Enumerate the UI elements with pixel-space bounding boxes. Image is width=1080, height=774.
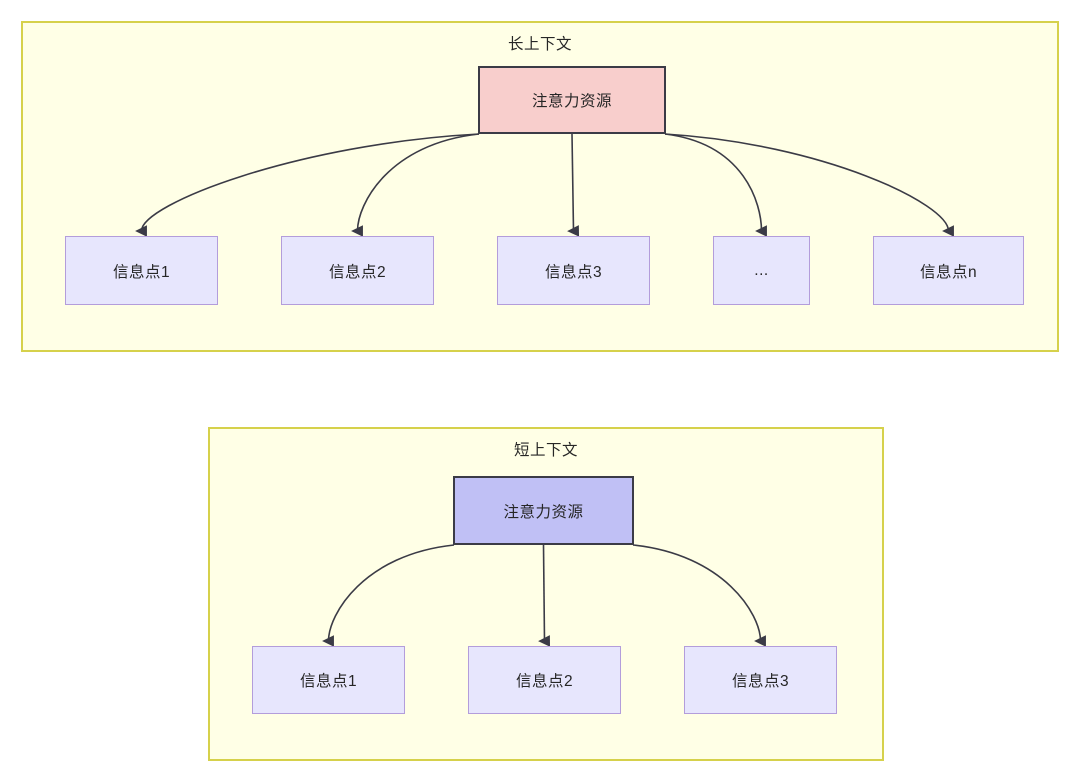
- info-node-long-context-1[interactable]: 信息点1: [65, 236, 218, 305]
- info-node-long-context-5-label: 信息点n: [919, 263, 978, 281]
- info-node-long-context-5[interactable]: 信息点n: [873, 236, 1024, 305]
- info-node-long-context-2-label: 信息点2: [328, 263, 387, 281]
- info-node-long-context-4[interactable]: ...: [713, 236, 810, 305]
- info-node-short-context-3-label: 信息点3: [731, 673, 790, 690]
- info-node-short-context-2[interactable]: 信息点2: [468, 646, 621, 714]
- root-node-long-context[interactable]: 注意力资源: [478, 66, 666, 134]
- panel-long-context-title: 长上下文: [507, 36, 572, 53]
- root-node-short-context[interactable]: 注意力资源: [453, 476, 634, 545]
- info-node-long-context-3-label: 信息点3: [544, 263, 603, 281]
- info-node-short-context-1-label: 信息点1: [299, 673, 358, 690]
- info-node-long-context-4-label: ...: [754, 261, 769, 279]
- panel-short-context-title: 短上下文: [513, 442, 578, 459]
- info-node-long-context-1-label: 信息点1: [112, 263, 171, 281]
- info-node-short-context-3[interactable]: 信息点3: [684, 646, 837, 714]
- root-node-short-context-label: 注意力资源: [503, 503, 584, 521]
- info-node-long-context-2[interactable]: 信息点2: [281, 236, 434, 305]
- info-node-long-context-3[interactable]: 信息点3: [497, 236, 650, 305]
- root-node-long-context-label: 注意力资源: [531, 93, 612, 110]
- info-node-short-context-1[interactable]: 信息点1: [252, 646, 405, 714]
- info-node-short-context-2-label: 信息点2: [515, 673, 574, 690]
